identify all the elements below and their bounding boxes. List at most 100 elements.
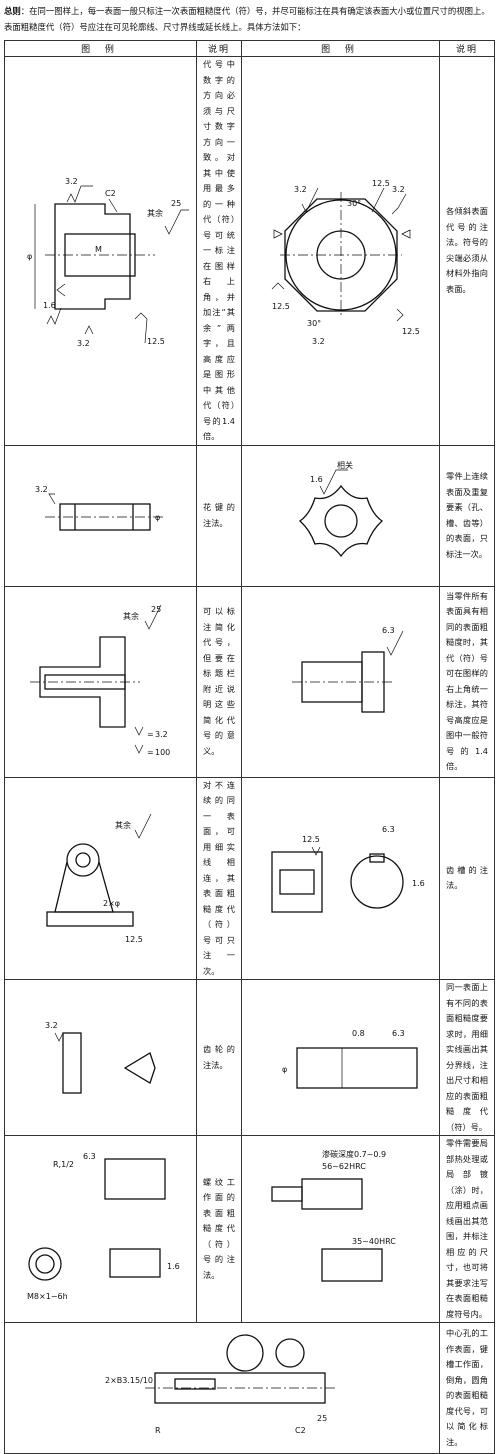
r6-v63: 6.3 xyxy=(83,1152,96,1161)
table-header: 图 例 说明 图 例 说明 xyxy=(4,40,495,57)
table-row: φ M C2 3.2 其余 25 1.6 12.5 3.2 代号中数字的方向必须… xyxy=(4,56,495,446)
r6r-hrc2: 56~62HRC xyxy=(322,1162,366,1171)
r5-v32: 3.2 xyxy=(45,1021,58,1030)
table-row: 其余 2×φ 12.5 对不连续的同一表面，可用细实线相连，其表面粗糙度代（符）… xyxy=(4,776,495,980)
heat-treat-drawing: 渗碳深度0.7~0.9 56~62HRC 35~40HRC xyxy=(271,1149,396,1282)
r3-qiyu: 其余 xyxy=(123,611,139,621)
r4r-v63: 6.3 xyxy=(382,825,395,834)
r7-c2b: C2 xyxy=(295,1426,306,1435)
gear-drawing: 3.2 xyxy=(45,1021,156,1094)
m-label: M xyxy=(95,245,102,254)
r1-v16: 1.6 xyxy=(43,301,56,310)
phi-label: φ xyxy=(27,252,32,261)
r5r-v63: 6.3 xyxy=(392,1029,405,1038)
stepped-shaft-drawing: 6.3 xyxy=(292,626,404,713)
r3r-v63: 6.3 xyxy=(382,626,395,635)
fig-1-right: 3.2 12.5 3.2 30° 12.5 30° 3.2 12.5 xyxy=(241,56,440,446)
fig-3-right: 6.3 xyxy=(241,585,440,778)
r1r-v32b: 3.2 xyxy=(392,185,405,194)
fig-2-right: 相关 1.6 xyxy=(241,444,440,587)
r3-v32: 3.2 xyxy=(155,730,168,739)
desc-1-right: 各倾斜表面代号的注法。符号的尖端必须从材料外指向表面。 xyxy=(439,56,495,446)
r6r-hrc3: 35~40HRC xyxy=(352,1237,396,1246)
r6r-hrc1: 渗碳深度0.7~0.9 xyxy=(322,1149,386,1159)
r1r-a30a: 30° xyxy=(347,199,361,208)
table-row: 其余 25 = 3.2 = 100 可以标注简化代号，但要在标题栏附近说明这些简… xyxy=(4,585,495,778)
intro-body: ：在同一图样上，每一表面一般只标注一次表面粗糙度代（符）号，并尽可能标注在具有确… xyxy=(4,6,490,32)
r1r-v32c: 3.2 xyxy=(312,337,325,346)
r1r-a30b: 30° xyxy=(307,319,321,328)
desc-1-left: 代号中数字的方向必须与尺寸数字方向一致。对其中使用最多的一种代（符）号可统一标注… xyxy=(196,56,242,446)
r2r-rzhen: 相关 xyxy=(337,460,353,470)
r3-v25: 25 xyxy=(151,605,161,614)
r5r-phi: φ xyxy=(282,1065,287,1074)
fig-6-left: R,1/2 6.3 M8×1−6h 1.6 xyxy=(4,1135,197,1323)
desc-6-right: 零件需要局部热处理或局部镀（涂）时，应用粗点画线画出其范围，并标注相应的尺寸，也… xyxy=(439,1135,495,1323)
r3-eqb: = xyxy=(147,748,154,757)
desc-5-left: 齿轮的注法。 xyxy=(196,979,242,1136)
spline-shaft-drawing: 3.2 φ xyxy=(35,485,165,531)
fig-4-right: 12.5 6.3 1.6 xyxy=(241,776,440,980)
fig-3-left: 其余 25 = 3.2 = 100 xyxy=(4,585,197,778)
r1-v32b: 3.2 xyxy=(77,339,90,348)
intro-label: 总则 xyxy=(4,6,21,16)
r4-qiyu: 其余 xyxy=(115,820,131,830)
table-row: R,1/2 6.3 M8×1−6h 1.6 螺纹工作面的表面粗糙度代（符）号的注… xyxy=(4,1135,495,1323)
r1r-v125a: 12.5 xyxy=(372,179,390,188)
r2-phi: φ xyxy=(155,513,160,522)
r2r-v16: 1.6 xyxy=(310,475,323,484)
gear-slot-drawing: 12.5 6.3 1.6 xyxy=(271,825,425,913)
r7-v25: 25 xyxy=(317,1414,327,1423)
star-gear-drawing: 相关 1.6 xyxy=(298,460,384,557)
fig-7: 2×B3.15/10 R C2 25 xyxy=(4,1322,440,1454)
thread-drawing: R,1/2 6.3 M8×1−6h 1.6 xyxy=(27,1152,180,1301)
bracket-drawing: 其余 2×φ 12.5 xyxy=(46,813,152,944)
fig-1-left: φ M C2 3.2 其余 25 1.6 12.5 3.2 xyxy=(4,56,197,446)
r1-qiyu: 其余 xyxy=(147,208,163,218)
octagon-flange-drawing: 3.2 12.5 3.2 30° 12.5 30° 3.2 12.5 xyxy=(271,179,420,346)
key-shaft-drawing: 2×B3.15/10 R C2 25 xyxy=(105,1334,335,1435)
desc-7-right: 中心孔的工作表面，键槽工作面，倒角，圆角的表面粗糙度代号，可以简化标注。 xyxy=(439,1322,495,1454)
table-row: 3.2 齿轮的注法。 0.8 6.3 φ 同一表面上有不同的表面粗糙度要求时，用… xyxy=(4,979,495,1136)
r4r-v125: 12.5 xyxy=(302,835,320,844)
sleeve-drawing: 其余 25 = 3.2 = 100 xyxy=(30,604,170,757)
r6-r12: R,1/2 xyxy=(53,1160,74,1169)
c2-label: C2 xyxy=(105,189,116,198)
r2-v32: 3.2 xyxy=(35,485,48,494)
bushing-drawing: φ M C2 3.2 其余 25 1.6 12.5 3.2 xyxy=(27,177,189,348)
header-desc-left: 说明 xyxy=(196,40,242,57)
desc-5-right: 同一表面上有不同的表面粗糙度要求时，用细实线画出其分界线，注出尺寸和相应的表面粗… xyxy=(439,979,495,1136)
fig-4-left: 其余 2×φ 12.5 xyxy=(4,776,197,980)
table-row: 3.2 φ 花键的注法。 相关 1.6 零件上连续表面及重复要素（孔、槽、齿等）… xyxy=(4,444,495,587)
fig-5-left: 3.2 xyxy=(4,979,197,1136)
header-desc-right: 说明 xyxy=(439,40,495,57)
r3-eqa: = xyxy=(147,730,154,739)
desc-3-left: 可以标注简化代号，但要在标题栏附近说明这些简化代号的意义。 xyxy=(196,585,242,778)
r1r-v32a: 3.2 xyxy=(294,185,307,194)
r6-m8: M8×1−6h xyxy=(27,1292,68,1301)
r4-twophi: 2×φ xyxy=(103,899,120,908)
r4r-v16: 1.6 xyxy=(412,879,425,888)
r1-v32: 3.2 xyxy=(65,177,78,186)
header-fig-right: 图 例 xyxy=(241,40,440,57)
r3-v100: 100 xyxy=(155,748,170,757)
r1r-v125b: 12.5 xyxy=(272,302,290,311)
desc-4-right: 齿槽的注法。 xyxy=(439,776,495,980)
desc-2-right: 零件上连续表面及重复要素（孔、槽、齿等）的表面，只标注一次。 xyxy=(439,444,495,587)
desc-2-left: 花键的注法。 xyxy=(196,444,242,587)
desc-3-right: 当零件所有表面具有相同的表面粗糙度时，其代（符）号可在图样的右上角统一标注，其符… xyxy=(439,585,495,778)
r6-v16: 1.6 xyxy=(167,1262,180,1271)
r1-v125: 12.5 xyxy=(147,337,165,346)
r1-v25: 25 xyxy=(171,199,181,208)
fig-5-right: 0.8 6.3 φ xyxy=(241,979,440,1136)
r5r-v08: 0.8 xyxy=(352,1029,365,1038)
rules-table: 图 例 说明 图 例 说明 φ M C2 3.2 其余 25 xyxy=(4,40,495,1454)
r7-r: R xyxy=(155,1426,161,1435)
r4-v125: 12.5 xyxy=(125,935,143,944)
intro-text: 总则：在同一图样上，每一表面一般只标注一次表面粗糙度代（符）号，并尽可能标注在具… xyxy=(4,3,494,37)
fig-6-right: 渗碳深度0.7~0.9 56~62HRC 35~40HRC xyxy=(241,1135,440,1323)
desc-6-left: 螺纹工作面的表面粗糙度代（符）号的注法。 xyxy=(196,1135,242,1323)
fig-2-left: 3.2 φ xyxy=(4,444,197,587)
desc-4-left: 对不连续的同一表面，可用细实线相连，其表面粗糙度代（符）号可只注一次。 xyxy=(196,776,242,980)
header-fig-left: 图 例 xyxy=(4,40,197,57)
